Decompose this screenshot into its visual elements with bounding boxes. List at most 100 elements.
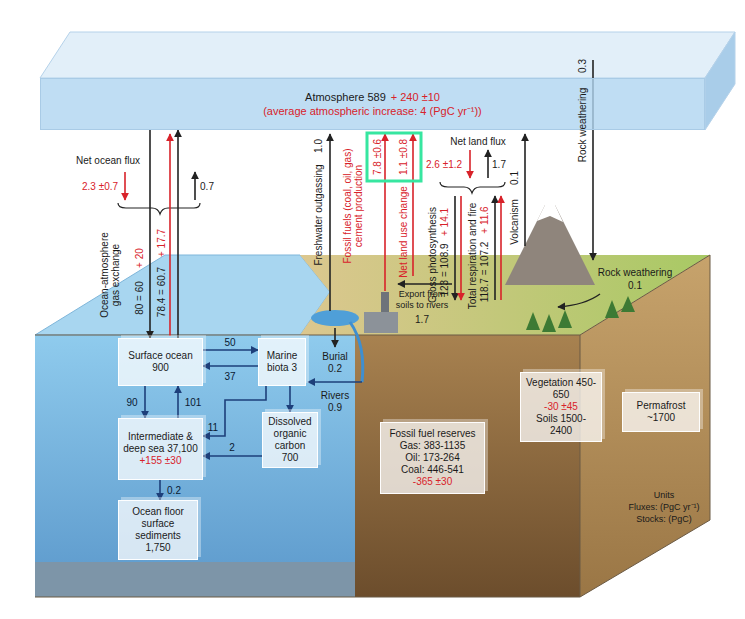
- reservoir-value: Gas: 383-1135: [400, 440, 465, 451]
- flux-label: 0.9: [328, 402, 342, 413]
- flux-label: + 11.6: [479, 206, 490, 233]
- photosynthesis-arrow: [454, 196, 456, 300]
- text-row: Coal: 446-541: [401, 464, 464, 476]
- text-row: Vegetation 450-650: [525, 377, 597, 401]
- ocean-reservoir-box: Marine biota 3: [258, 338, 306, 386]
- ocean-reservoir-box: Intermediate & deep sea 37,100+155 ±30: [118, 418, 203, 480]
- reservoir-name: Atmosphere 589: [305, 91, 386, 103]
- flux-arrow: [159, 480, 161, 500]
- text-row: Oil: 173-264: [405, 452, 459, 464]
- ocean-surface: [35, 255, 330, 335]
- lake: [311, 310, 359, 326]
- flux-label: Fluxes: (PgC yr⁻¹): [628, 502, 699, 513]
- flux-label: Total respiration and fire: [467, 203, 478, 310]
- flux-label: 1.7: [492, 159, 506, 170]
- text-row: Permafrost ~1700: [627, 400, 695, 424]
- flux-value: 2: [229, 442, 235, 453]
- text-row: Soils 1500-2400: [525, 413, 597, 437]
- flux-label: Stocks: (PgC): [636, 514, 692, 525]
- flux-label: Net land flux: [450, 136, 506, 147]
- rock-weathering-arrow: [558, 294, 600, 307]
- flux-value: 78.4 = 60.7: [156, 267, 167, 317]
- flux-label: 0.7: [200, 181, 214, 192]
- flux-label: 0.1: [628, 280, 642, 291]
- burial-arrow: [334, 328, 336, 347]
- land-use-arrow: [412, 134, 414, 276]
- flux-label: 1.7: [415, 314, 429, 325]
- flux-arrow: [203, 386, 266, 436]
- flux-arrow: [203, 455, 262, 457]
- flux-label: Volcanism: [509, 199, 520, 245]
- block-outline: [35, 255, 710, 597]
- brace: [118, 203, 200, 214]
- net-ocean-flux-arrow: [194, 172, 196, 200]
- reservoir-name: Surface ocean 900: [128, 350, 193, 373]
- flux-arrow: [203, 365, 258, 367]
- volcano-snow: [537, 205, 563, 222]
- reservoir-value: (average atmospheric increase: 4 (PgC yr…: [263, 105, 482, 117]
- river: [350, 322, 363, 382]
- text-row: Atmosphere 589 + 240 ±10: [305, 90, 440, 104]
- permafrost-box: Permafrost ~1700: [622, 392, 700, 432]
- flux-label: + 14.1: [439, 208, 450, 236]
- reservoir-value: Soils 1500-2400: [536, 413, 586, 436]
- flux-label: 0.2: [328, 363, 342, 374]
- respiration-arrow: [494, 196, 496, 300]
- flux-arrow: [144, 386, 146, 418]
- reservoir-name: Fossil fuel reserves: [389, 428, 475, 439]
- atmosphere-top-face: [40, 32, 735, 78]
- land-surface: [300, 255, 710, 335]
- flux-value: 50: [224, 337, 235, 348]
- flux-arrow: [177, 386, 179, 418]
- flux-value: 11: [208, 422, 218, 433]
- flux-arrow: [177, 130, 179, 338]
- tree: [542, 314, 556, 332]
- sediment-reservoir-box: Ocean floor surface sediments 1,750: [118, 500, 198, 560]
- flux-arrow: [203, 349, 258, 351]
- reservoir-name: Marine biota 3: [267, 350, 298, 373]
- ocean-reservoir-box: Surface ocean 900: [118, 338, 203, 386]
- net-land-flux-arrow: [469, 150, 471, 178]
- flux-label: Net ocean flux: [76, 155, 140, 166]
- text-row: -365 ±30: [413, 476, 452, 488]
- reservoir-name: Intermediate & deep sea 37,100: [123, 431, 198, 454]
- flux-value: 0.2: [167, 485, 181, 496]
- flux-value: 37: [224, 371, 235, 382]
- factory-chimney: [381, 292, 389, 312]
- ocean-reservoir-box: Dissolved organic carbon 700: [262, 412, 318, 468]
- flux-label: Gross photosynthesis: [427, 207, 438, 303]
- text-row: Surface ocean 900: [123, 350, 198, 374]
- reservoir-value: -30 ±45: [544, 401, 578, 412]
- reservoir-value: Coal: 446-541: [401, 464, 464, 475]
- flux-label: 2.6 ±1.2: [426, 159, 462, 170]
- flux-label: 0.1: [509, 171, 520, 185]
- flux-label: 123 = 108.9: [439, 243, 450, 296]
- flux-label: 1.0: [313, 139, 324, 153]
- reservoir-name: Permafrost ~1700: [637, 400, 686, 423]
- text-row: Fossil fuel reserves: [389, 428, 475, 440]
- flux-label: Rivers: [321, 390, 349, 401]
- flux-value: 90: [126, 397, 137, 408]
- land-reservoir-box: Vegetation 450-650-30 ±45Soils 1500-2400: [520, 372, 602, 442]
- flux-label: + 20: [134, 248, 145, 268]
- flux-label: Net land use change: [398, 186, 409, 278]
- flux-label: 2.3 ±0.7: [82, 181, 118, 192]
- seafloor-band: [35, 562, 355, 597]
- flux-label: Export from soils to rivers: [390, 289, 454, 311]
- text-row: Dissolved organic carbon 700: [266, 416, 314, 464]
- reservoir-value: -365 ±30: [413, 476, 452, 487]
- flux-label: 118.7 = 107.2: [479, 242, 490, 303]
- net-ocean-flux-arrow: [124, 172, 126, 200]
- reservoir-name: Ocean floor surface sediments 1,750: [132, 506, 184, 553]
- flux-label: Units: [654, 490, 675, 501]
- tree: [558, 310, 572, 328]
- text-row: Gas: 383-1135: [400, 440, 465, 452]
- factory: [364, 312, 398, 333]
- flux-value: 101: [185, 397, 202, 408]
- flux-arrow: [149, 130, 151, 338]
- reservoir-name: Vegetation 450-650: [526, 377, 596, 400]
- flux-label: Freshwater outgassing: [313, 164, 324, 265]
- flux-label: + 17.7: [156, 229, 167, 257]
- reservoir-value: + 240 ±10: [391, 91, 440, 103]
